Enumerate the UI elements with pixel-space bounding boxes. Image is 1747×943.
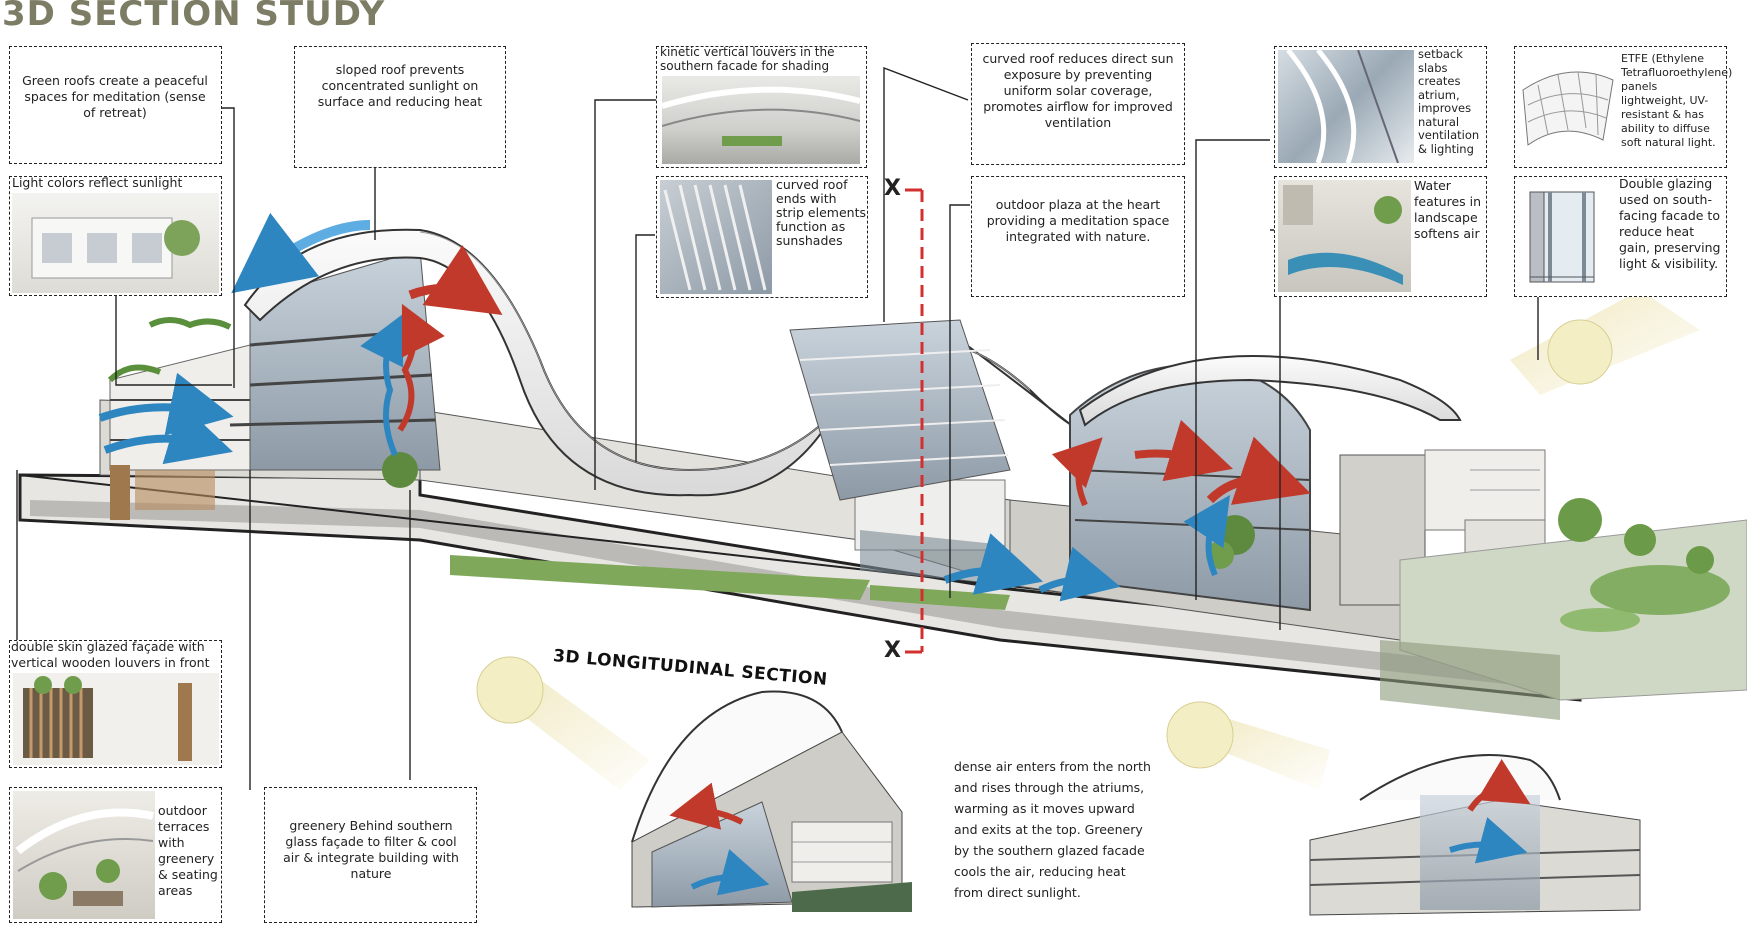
page-title: 3D SECTION STUDY xyxy=(2,0,386,34)
greenery-behind-box xyxy=(264,787,477,923)
sloped-roof-note: sloped roof prevents concentrated sunlig… xyxy=(317,62,483,109)
airflow-study-left xyxy=(612,672,912,912)
greenery-behind-note: greenery Behind southern glass façade to… xyxy=(283,818,459,881)
double-glazing-note: Double glazing used on south-facing faca… xyxy=(1619,176,1721,271)
etfe-image xyxy=(1518,60,1618,150)
central-tower xyxy=(789,319,1011,501)
etfe-note: ETFE (Ethylene Tetrafluoroethylene) pane… xyxy=(1621,52,1733,149)
airflow-study-right xyxy=(1300,740,1650,920)
double-skin-note: double skin glazed façade with vertical … xyxy=(11,639,210,670)
outdoor-plaza-note: outdoor plaza at the heart providing a m… xyxy=(986,197,1170,244)
section-marker-top: X xyxy=(884,176,901,201)
setback-slabs-image xyxy=(1278,50,1414,163)
outdoor-terraces-image xyxy=(13,791,155,919)
setback-slabs-note: setback slabs creates atrium, improves n… xyxy=(1418,47,1480,156)
light-colors-note: Light colors reflect sunlight xyxy=(12,175,183,190)
double-skin-image xyxy=(13,673,219,765)
sloped-roof-box xyxy=(294,46,506,168)
kinetic-louvers-note: kinetic vertical louvers in the southern… xyxy=(660,45,835,73)
curved-roof-exposure-note: curved roof reduces direct sun exposure … xyxy=(982,51,1174,130)
curved-roof-strips-image xyxy=(660,180,772,294)
sun-icons xyxy=(476,290,1700,790)
curved-roof-strips-note: curved roof ends with strip elements fun… xyxy=(776,177,866,248)
double-glazing-image xyxy=(1518,182,1613,290)
leader-lines xyxy=(16,66,1573,790)
section-cut-line xyxy=(905,188,924,654)
airflow-arrows xyxy=(98,212,1311,602)
green-roofs-note: Green roofs create a peaceful spaces for… xyxy=(22,73,208,120)
landscape xyxy=(1380,498,1747,720)
kinetic-louvers-image xyxy=(662,76,860,164)
curved-roof-exposure-box xyxy=(971,43,1185,165)
water-features-note: Water features in landscape softens air xyxy=(1414,178,1482,241)
outdoor-plaza-box xyxy=(971,176,1185,297)
outdoor-terraces-note: outdoor terraces with greenery & seating… xyxy=(158,803,218,898)
airflow-description: dense air enters from the north and rise… xyxy=(954,759,1151,900)
green-roofs-box xyxy=(9,46,222,164)
section-marker-bottom: X xyxy=(884,638,901,663)
right-building xyxy=(1069,355,1546,612)
water-features-image xyxy=(1278,180,1411,292)
light-colors-image xyxy=(12,193,219,293)
